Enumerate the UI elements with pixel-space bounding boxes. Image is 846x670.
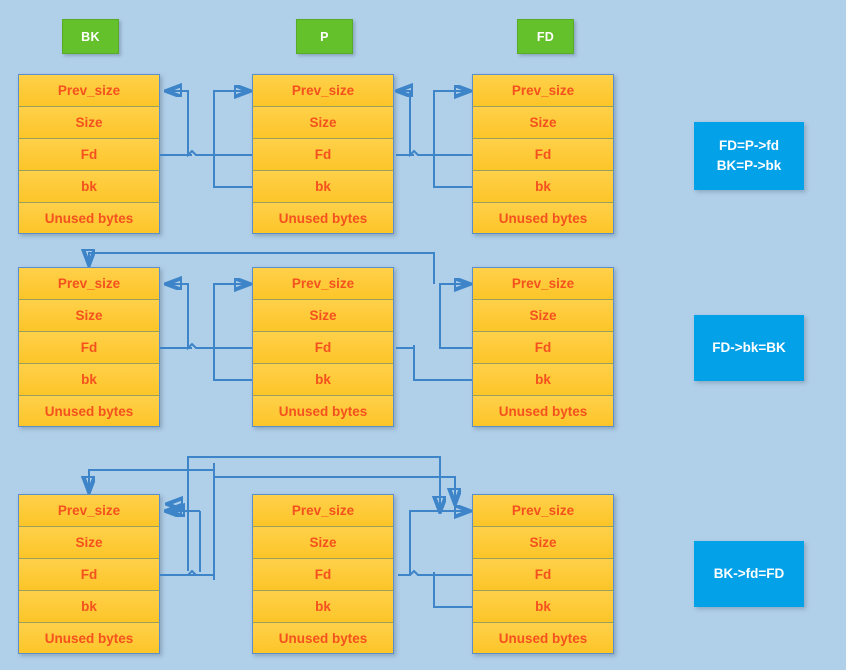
chunk-cell-unused-bytes: Unused bytes xyxy=(18,202,160,234)
pointer-label-p-text: P xyxy=(320,29,329,44)
row-2-arrow-fd-bk-line xyxy=(413,345,472,381)
chunk-cell-bk: bk xyxy=(252,363,394,395)
chunk-cell-size: Size xyxy=(472,526,614,558)
chunk-cell-unused-bytes: Unused bytes xyxy=(472,395,614,427)
row-2-chunk-bk: Prev_size Size Fd bk Unused bytes xyxy=(18,267,160,427)
chunk-cell-unused-bytes: Unused bytes xyxy=(252,202,394,234)
pointer-label-bk-text: BK xyxy=(81,29,100,44)
chunk-cell-bk: bk xyxy=(472,170,614,202)
row-3-note-line-1: BK->fd=FD xyxy=(713,566,785,582)
chunk-cell-fd: Fd xyxy=(18,558,160,590)
row-2-arrow-p-bk-to-p xyxy=(213,284,252,381)
chunk-cell-prev-size: Prev_size xyxy=(18,74,160,106)
chunk-cell-prev-size: Prev_size xyxy=(252,267,394,299)
row-1-note-line-1: FD=P->fd xyxy=(718,138,779,154)
chunk-cell-unused-bytes: Unused bytes xyxy=(252,395,394,427)
row-2-chunk-fd: Prev_size Size Fd bk Unused bytes xyxy=(472,267,614,427)
chunk-cell-fd: Fd xyxy=(252,138,394,170)
chunk-cell-bk: bk xyxy=(18,170,160,202)
chunk-cell-size: Size xyxy=(472,106,614,138)
chunk-cell-prev-size: Prev_size xyxy=(472,267,614,299)
row-1-chunk-bk: Prev_size Size Fd bk Unused bytes xyxy=(18,74,160,234)
chunk-cell-bk: bk xyxy=(18,590,160,622)
chunk-cell-prev-size: Prev_size xyxy=(18,494,160,526)
chunk-cell-fd: Fd xyxy=(472,558,614,590)
chunk-cell-prev-size: Prev_size xyxy=(18,267,160,299)
chunk-cell-bk: bk xyxy=(252,170,394,202)
chunk-cell-unused-bytes: Unused bytes xyxy=(252,622,394,654)
row-3-arrow-p-fd-right xyxy=(398,511,472,608)
row-1-chunk-p: Prev_size Size Fd bk Unused bytes xyxy=(252,74,394,234)
chunk-cell-prev-size: Prev_size xyxy=(252,494,394,526)
row-3-note: BK->fd=FD xyxy=(694,541,804,607)
pointer-label-p: P xyxy=(296,19,353,54)
row-3-chunk-bk: Prev_size Size Fd bk Unused bytes xyxy=(18,494,160,654)
row-2-chunk-p: Prev_size Size Fd bk Unused bytes xyxy=(252,267,394,427)
chunk-cell-prev-size: Prev_size xyxy=(472,494,614,526)
chunk-cell-prev-size: Prev_size xyxy=(472,74,614,106)
chunk-cell-size: Size xyxy=(252,106,394,138)
chunk-cell-unused-bytes: Unused bytes xyxy=(18,622,160,654)
chunk-cell-unused-bytes: Unused bytes xyxy=(18,395,160,427)
row-1-arrow-p-fd-to-bk xyxy=(167,91,252,158)
row-1-arrow-p-bk-to-p xyxy=(213,91,252,188)
row-1-note: FD=P->fd BK=P->bk xyxy=(694,122,804,190)
chunk-cell-fd: Fd xyxy=(18,331,160,363)
pointer-label-fd: FD xyxy=(517,19,574,54)
row-2-note-line-1: FD->bk=BK xyxy=(712,340,786,356)
row-1-arrow-fd-to-p xyxy=(398,91,472,158)
chunk-cell-fd: Fd xyxy=(252,558,394,590)
row-3-chunk-fd: Prev_size Size Fd bk Unused bytes xyxy=(472,494,614,654)
chunk-cell-bk: bk xyxy=(18,363,160,395)
chunk-cell-size: Size xyxy=(18,106,160,138)
pointer-label-bk: BK xyxy=(62,19,119,54)
chunk-cell-fd: Fd xyxy=(472,331,614,363)
row-1-note-line-2: BK=P->bk xyxy=(716,158,782,173)
chunk-cell-fd: Fd xyxy=(472,138,614,170)
chunk-cell-fd: Fd xyxy=(252,331,394,363)
row-1-arrow-fd-bk-to-fd xyxy=(433,91,472,188)
row-1-chunk-fd: Prev_size Size Fd bk Unused bytes xyxy=(472,74,614,234)
row-2-arrow-p-fd-to-bk xyxy=(167,284,252,351)
chunk-cell-bk: bk xyxy=(472,363,614,395)
chunk-cell-size: Size xyxy=(18,299,160,331)
chunk-cell-unused-bytes: Unused bytes xyxy=(472,202,614,234)
chunk-cell-size: Size xyxy=(252,299,394,331)
chunk-cell-bk: bk xyxy=(472,590,614,622)
pointer-label-fd-text: FD xyxy=(536,29,555,44)
row-2-arrow-fd-to-p-top xyxy=(439,284,472,349)
chunk-cell-size: Size xyxy=(18,526,160,558)
chunk-cell-prev-size: Prev_size xyxy=(252,74,394,106)
chunk-cell-fd: Fd xyxy=(18,138,160,170)
row-3-chunk-p: Prev_size Size Fd bk Unused bytes xyxy=(252,494,394,654)
row-2-note: FD->bk=BK xyxy=(694,315,804,381)
chunk-cell-bk: bk xyxy=(252,590,394,622)
chunk-cell-size: Size xyxy=(472,299,614,331)
chunk-cell-unused-bytes: Unused bytes xyxy=(472,622,614,654)
chunk-cell-size: Size xyxy=(252,526,394,558)
